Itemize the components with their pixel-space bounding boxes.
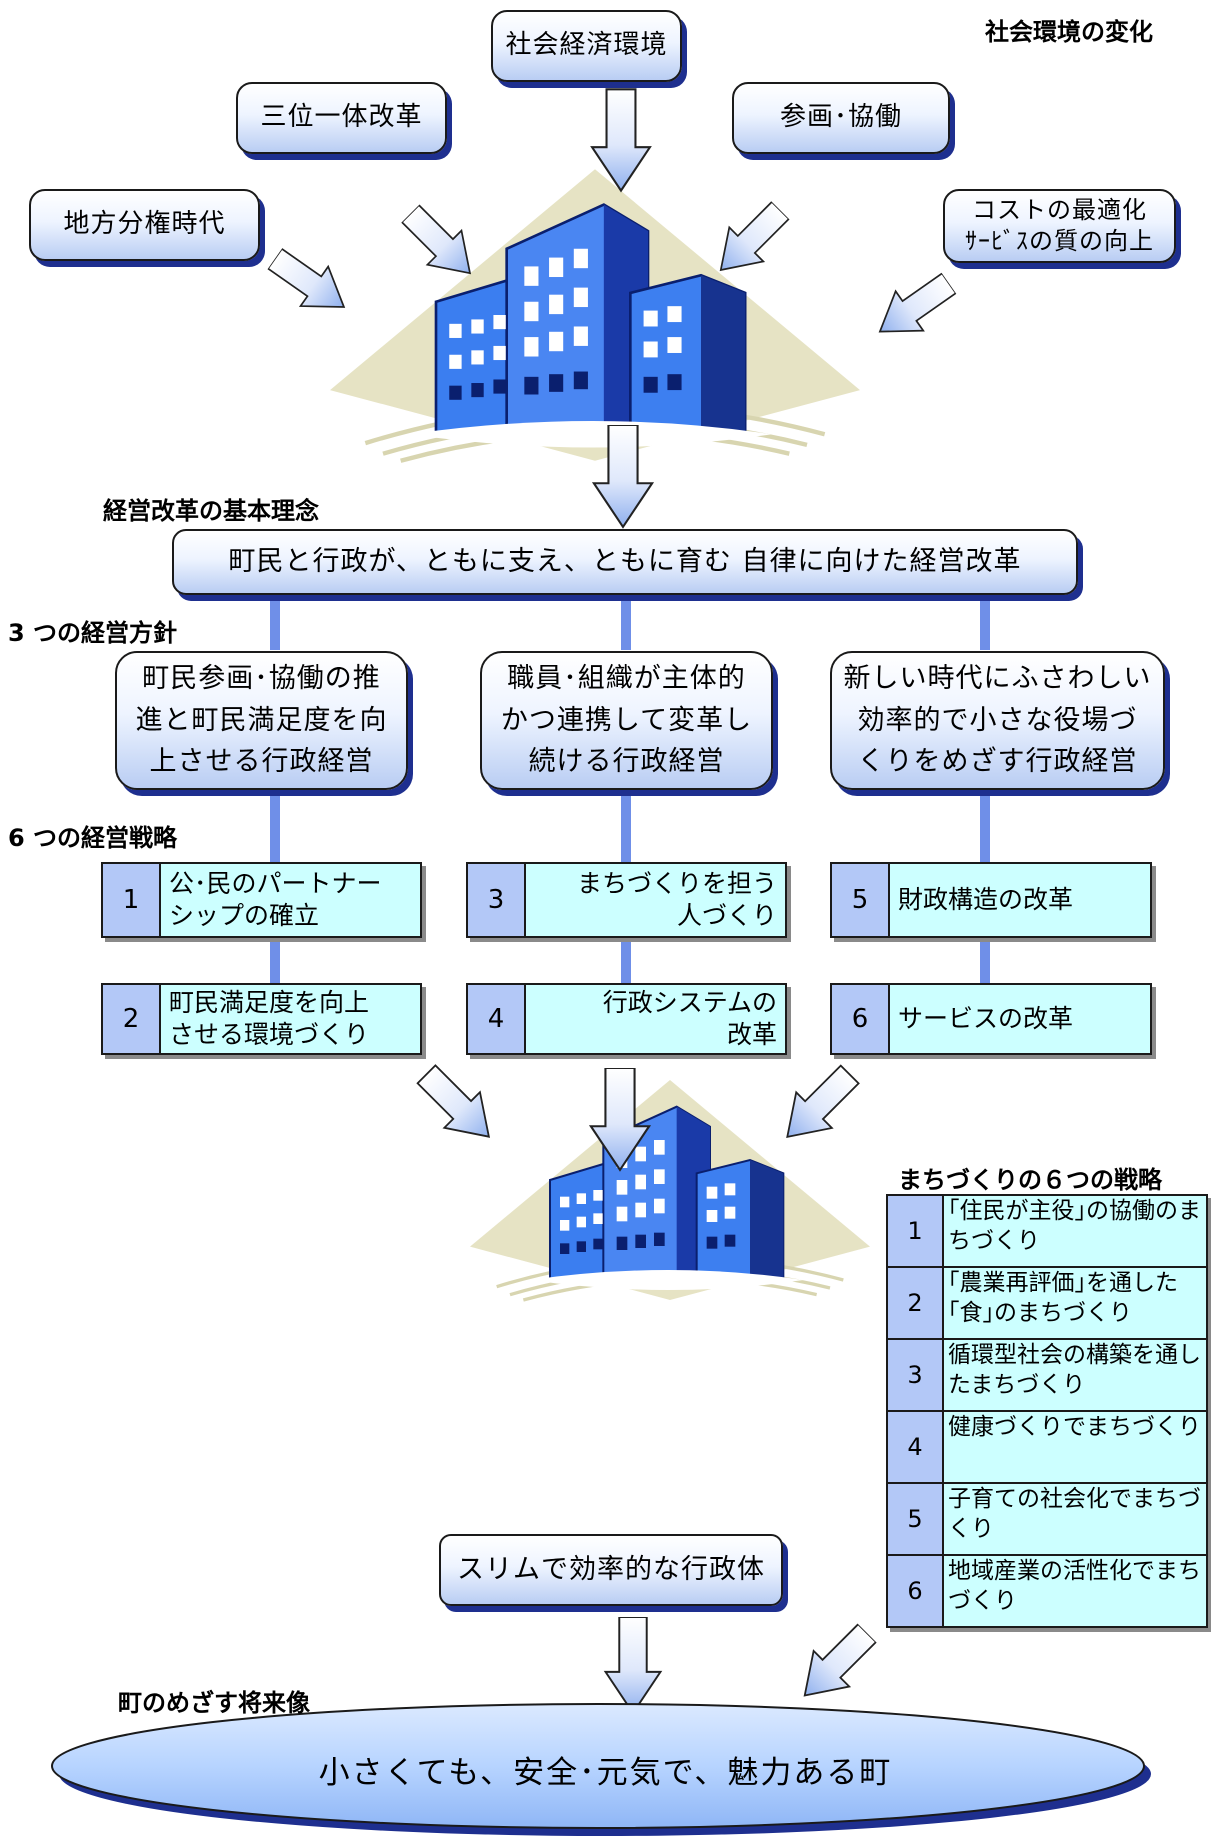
- box-social-economy: 社会経済環境: [491, 10, 682, 82]
- arrow-from-town-list: [786, 1614, 886, 1715]
- town-strategy-text: 地域産業の活性化でまちづくり: [948, 1558, 1201, 1614]
- town-strategy-row: 4 健康づくりでまちづくり: [888, 1412, 1206, 1484]
- strategy-4-number: 4: [468, 985, 526, 1053]
- strategy-6-text: サービスの改革: [898, 1003, 1074, 1033]
- town-strategies-heading: まちづくりの６つの戦略: [898, 1166, 1162, 1194]
- town-strategy-row: 5 子育ての社会化でまちづくり: [888, 1484, 1206, 1556]
- town-strategy-number: 5: [888, 1484, 944, 1554]
- strategy-5: 5 財政構造の改革: [830, 862, 1152, 938]
- arrow-strategy-left: [407, 1055, 508, 1156]
- box-participation-label: 参画･協働: [779, 102, 902, 133]
- strategy-2-text: 町民満足度を向上 させる環境づくり: [169, 987, 370, 1050]
- policy-box-1: 町民参画･協働の推 進と町民満足度を向 上させる行政経営: [115, 651, 408, 790]
- strategy-6-number: 6: [832, 985, 890, 1053]
- future-heading: 町のめざす将来像: [118, 1689, 310, 1717]
- arrow-decentralization: [260, 238, 359, 328]
- policy-text-1: 町民参画･協働の推 進と町民満足度を向 上させる行政経営: [135, 662, 388, 778]
- future-vision-text: 小さくても、安全･元気で、魅力ある町: [318, 1755, 893, 1791]
- slim-government-text: スリムで効率的な行政体: [457, 1553, 765, 1585]
- town-strategy-row: 1 ｢住民が主役｣の協働のまちづくり: [888, 1196, 1206, 1268]
- strategy-5-text: 財政構造の改革: [898, 884, 1074, 914]
- strategy-2-number: 2: [103, 985, 161, 1053]
- box-cost-service-label: コストの最適化 ｻｰﾋﾞｽの質の向上: [965, 195, 1154, 255]
- box-participation: 参画･協働: [732, 82, 950, 154]
- box-trinity-reform: 三位一体改革: [236, 82, 447, 154]
- town-strategy-row: 3 循環型社会の構築を通したまちづくり: [888, 1340, 1206, 1412]
- strategy-4-text: 行政システムの 改革: [602, 987, 777, 1050]
- town-strategy-text: ｢農業再評価｣を通した｢食｣のまちづくり: [948, 1270, 1178, 1326]
- policies-heading: 3 つの経営方針: [8, 619, 178, 647]
- town-strategy-text: 健康づくりでまちづくり: [948, 1414, 1201, 1440]
- box-decentralization-label: 地方分権時代: [63, 209, 226, 240]
- future-ellipse: [51, 1703, 1145, 1829]
- box-decentralization: 地方分権時代: [29, 189, 260, 261]
- philosophy-box: 町民と行政が、ともに支え、ともに育む 自律に向けた経営改革: [172, 529, 1078, 595]
- strategy-3-number: 3: [468, 864, 526, 936]
- town-strategy-text: ｢住民が主役｣の協働のまちづくり: [948, 1198, 1201, 1254]
- town-strategy-number: 2: [888, 1268, 944, 1338]
- strategy-6: 6 サービスの改革: [830, 983, 1152, 1055]
- arrow-strategy-right: [768, 1055, 869, 1156]
- philosophy-heading: 経営改革の基本理念: [103, 497, 319, 525]
- box-cost-service: コストの最適化 ｻｰﾋﾞｽの質の向上: [943, 189, 1176, 263]
- town-strategy-text: 循環型社会の構築を通したまちづくり: [948, 1342, 1201, 1398]
- policy-box-3: 新しい時代にふさわしい 効率的で小さな役場づ くりをめざす行政経営: [830, 651, 1165, 790]
- slim-government-box: スリムで効率的な行政体: [439, 1534, 783, 1606]
- strategy-1-text: 公･民のパートナー シップの確立: [169, 868, 382, 931]
- strategy-3-text: まちづくりを担う 人づくり: [576, 868, 777, 931]
- philosophy-text: 町民と行政が、ともに支え、ともに育む 自律に向けた経営改革: [228, 545, 1022, 577]
- town-strategy-number: 6: [888, 1556, 944, 1626]
- arrow-cost: [865, 262, 964, 353]
- strategy-1-number: 1: [103, 864, 161, 936]
- strategy-3: 3 まちづくりを担う 人づくり: [466, 862, 787, 938]
- strategy-4: 4 行政システムの 改革: [466, 983, 787, 1055]
- town-strategy-number: 4: [888, 1412, 944, 1482]
- connector-lines: [270, 598, 990, 983]
- policy-text-2: 職員･組織が主体的 かつ連携して変革し 続ける行政経営: [500, 662, 753, 778]
- policy-text-3: 新しい時代にふさわしい 効率的で小さな役場づ くりをめざす行政経営: [843, 662, 1152, 778]
- town-strategy-number: 3: [888, 1340, 944, 1410]
- town-strategy-text: 子育ての社会化でまちづくり: [948, 1486, 1201, 1542]
- town-strategy-number: 1: [888, 1196, 944, 1266]
- strategies-heading: 6 つの経営戦略: [8, 824, 178, 852]
- town-strategies-list: 1 ｢住民が主役｣の協働のまちづくり 2 ｢農業再評価｣を通した｢食｣のまちづく…: [886, 1194, 1208, 1628]
- town-strategy-row: 6 地域産業の活性化でまちづくり: [888, 1556, 1206, 1626]
- town-strategy-row: 2 ｢農業再評価｣を通した｢食｣のまちづくり: [888, 1268, 1206, 1340]
- environment-heading: 社会環境の変化: [985, 18, 1153, 46]
- strategy-5-number: 5: [832, 864, 890, 936]
- box-social-economy-label: 社会経済環境: [505, 30, 668, 61]
- arrow-to-future: [604, 1617, 662, 1715]
- strategy-2: 2 町民満足度を向上 させる環境づくり: [101, 983, 422, 1055]
- box-trinity-reform-label: 三位一体改革: [260, 102, 423, 133]
- strategy-1: 1 公･民のパートナー シップの確立: [101, 862, 422, 938]
- policy-box-2: 職員･組織が主体的 かつ連携して変革し 続ける行政経営: [480, 651, 773, 790]
